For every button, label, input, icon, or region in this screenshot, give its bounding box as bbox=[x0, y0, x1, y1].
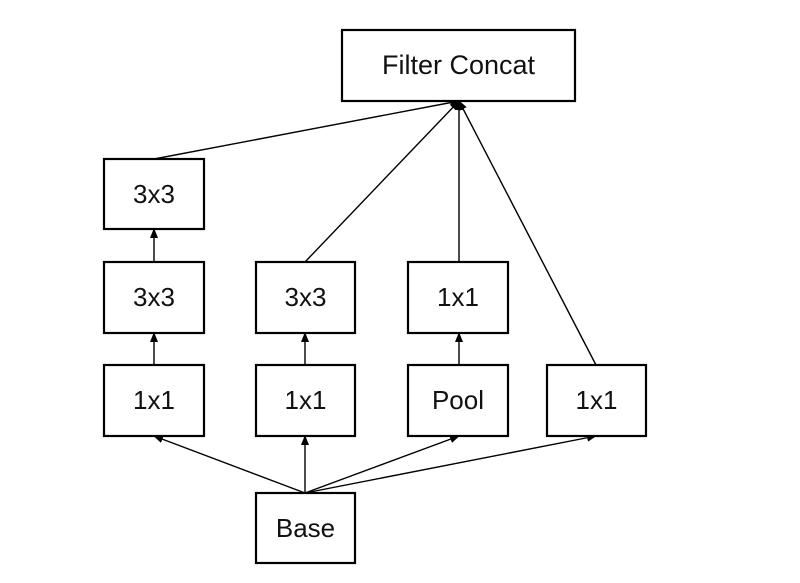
edge-base-to-b1-1x1 bbox=[153, 435, 306, 494]
edges bbox=[150, 98, 597, 494]
edge-base-to-b4-1x1 bbox=[304, 433, 597, 494]
edge-b1-top-to-concat bbox=[153, 98, 460, 160]
node-b1-mid-3x3: 3x3 bbox=[102, 260, 206, 335]
node-b1-bottom-label: 1x1 bbox=[133, 385, 175, 415]
node-b3-pool-label: Pool bbox=[432, 385, 484, 415]
node-b3-top-label: 1x1 bbox=[437, 282, 479, 312]
node-b2-top-3x3: 3x3 bbox=[254, 260, 357, 335]
node-b2-bottom-label: 1x1 bbox=[285, 385, 327, 415]
node-b1-top-3x3: 3x3 bbox=[102, 157, 206, 231]
node-b4-label: 1x1 bbox=[576, 385, 618, 415]
node-base-label: Base bbox=[276, 513, 335, 543]
node-b2-top-label: 3x3 bbox=[285, 282, 327, 312]
edge-b2-3x3-to-concat bbox=[304, 100, 460, 263]
node-b1-top-label: 3x3 bbox=[133, 179, 175, 209]
node-b3-top-1x1: 1x1 bbox=[406, 260, 510, 335]
node-b2-bottom-1x1: 1x1 bbox=[254, 363, 357, 438]
node-b3-pool: Pool bbox=[406, 363, 510, 438]
node-b4-1x1: 1x1 bbox=[545, 363, 648, 438]
node-b1-bottom-1x1: 1x1 bbox=[102, 363, 206, 438]
edge-base-to-pool bbox=[304, 435, 460, 494]
node-b1-mid-label: 3x3 bbox=[133, 282, 175, 312]
node-filter-concat: Filter Concat bbox=[340, 28, 577, 103]
node-base: Base bbox=[254, 491, 357, 565]
nodes: Filter Concat 3x3 3x3 1x1 3x3 1x1 1x1 P bbox=[102, 28, 648, 565]
edge-b4-1x1-to-concat bbox=[458, 100, 597, 366]
node-filter-concat-label: Filter Concat bbox=[382, 50, 536, 80]
